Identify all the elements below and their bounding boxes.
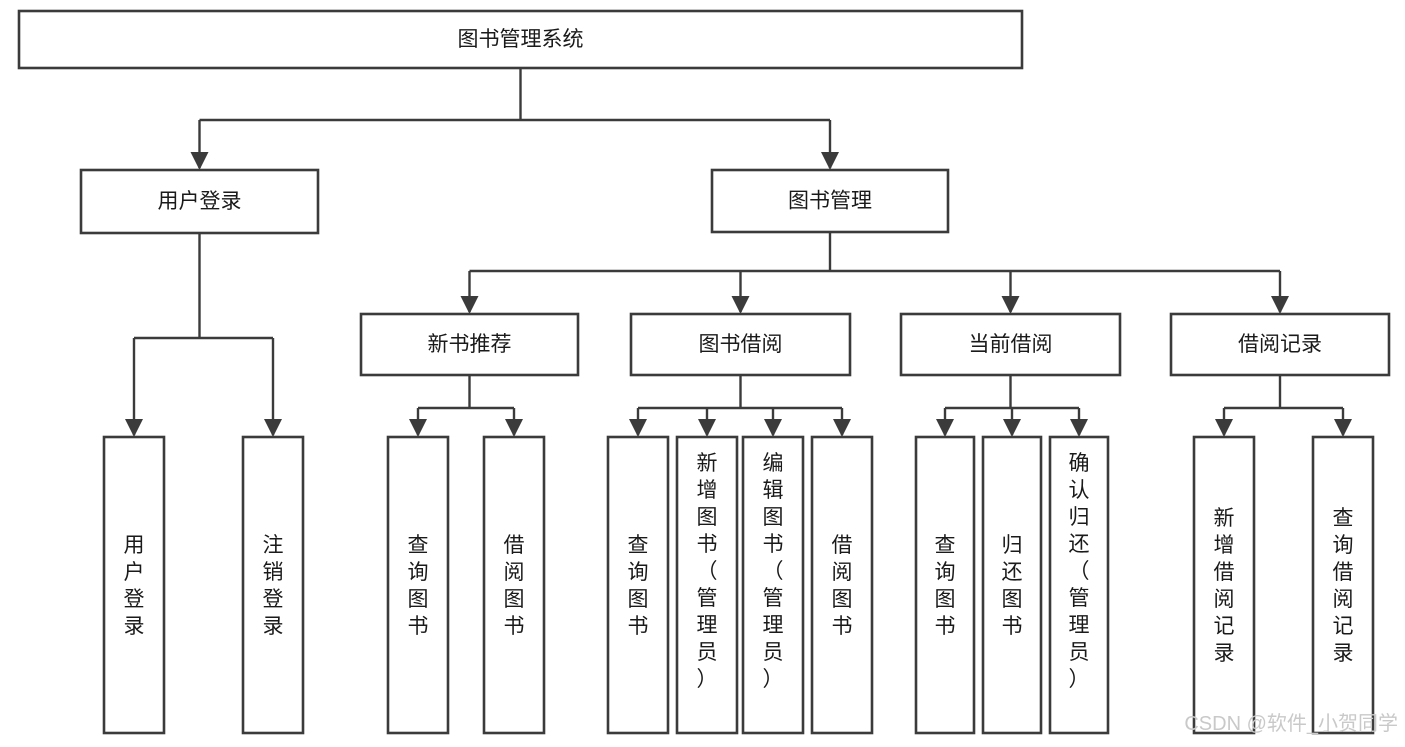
node-box-new-book-recommend	[359, 312, 580, 377]
node-leaf-query-book-current[interactable]: 查询图书	[914, 435, 976, 735]
node-leaf-return-book[interactable]: 归还图书	[981, 435, 1043, 735]
node-label-user-login: 用户登录	[158, 190, 242, 213]
arrow-head-icon	[1271, 296, 1289, 314]
connector-layer	[125, 68, 1352, 437]
arrow-head-icon	[936, 419, 954, 437]
arrow-head-icon	[1334, 419, 1352, 437]
node-leaf-query-borrow-record[interactable]: 查询借阅记录	[1311, 435, 1375, 735]
node-label-book-management: 图书管理	[788, 190, 872, 213]
node-box-root	[17, 9, 1024, 70]
node-box-user-login	[79, 168, 320, 235]
node-borrow-record[interactable]: 借阅记录	[1169, 312, 1391, 377]
node-leaf-user-login[interactable]: 用户登录	[102, 435, 166, 735]
node-label-leaf-edit-book-admin: 编辑图书（管理员）	[763, 452, 784, 691]
node-box-leaf-logout	[241, 435, 305, 735]
node-box-leaf-query-book-recommend	[386, 435, 450, 735]
connector-recommend-to-leaves	[409, 375, 523, 437]
node-box-leaf-borrow-book	[810, 435, 874, 735]
node-label-leaf-borrow-book-recommend: 借阅图书	[504, 534, 525, 638]
node-label-leaf-confirm-return-admin: 确认归还（管理员）	[1069, 452, 1090, 691]
node-leaf-query-book-recommend[interactable]: 查询图书	[386, 435, 450, 735]
node-label-borrow-record: 借阅记录	[1238, 333, 1322, 356]
node-label-leaf-borrow-book: 借阅图书	[832, 534, 853, 638]
arrow-head-icon	[629, 419, 647, 437]
arrow-head-icon	[505, 419, 523, 437]
node-box-leaf-return-book	[981, 435, 1043, 735]
node-leaf-logout[interactable]: 注销登录	[241, 435, 305, 735]
arrow-head-icon	[1003, 419, 1021, 437]
arrow-head-icon	[821, 152, 839, 170]
connector-root-to-level2	[190, 68, 839, 170]
arrow-head-icon	[460, 296, 479, 314]
node-label-leaf-add-book-admin: 新增图书（管理员）	[697, 452, 718, 691]
arrow-head-icon	[764, 419, 782, 437]
node-box-leaf-borrow-book-recommend	[482, 435, 546, 735]
node-label-leaf-logout: 注销登录	[263, 534, 284, 638]
node-label-leaf-query-borrow-record: 查询借阅记录	[1333, 507, 1354, 665]
arrow-head-icon	[190, 152, 209, 170]
arrow-head-icon	[125, 419, 143, 437]
arrow-head-icon	[1070, 419, 1088, 437]
node-leaf-add-book-admin[interactable]: 新增图书（管理员）	[675, 435, 739, 735]
csdn-watermark: CSDN @软件_小贺同学	[1184, 712, 1398, 735]
node-leaf-borrow-book-recommend[interactable]: 借阅图书	[482, 435, 546, 735]
node-box-leaf-query-book-current	[914, 435, 976, 735]
node-box-current-borrow	[899, 312, 1122, 377]
arrow-head-icon	[1001, 296, 1020, 314]
node-label-leaf-query-book-borrow: 查询图书	[628, 534, 649, 638]
node-label-leaf-add-borrow-record: 新增借阅记录	[1214, 507, 1235, 665]
arrow-head-icon	[264, 419, 282, 437]
node-leaf-confirm-return-admin[interactable]: 确认归还（管理员）	[1048, 435, 1110, 735]
node-box-leaf-edit-book-admin	[741, 435, 805, 735]
node-layer: 图书管理系统用户登录图书管理新书推荐图书借阅当前借阅借阅记录用户登录注销登录查询…	[17, 9, 1391, 735]
connector-borrowrecord-to-leaves	[1215, 375, 1352, 437]
node-box-leaf-query-borrow-record	[1311, 435, 1375, 735]
node-leaf-query-book-borrow[interactable]: 查询图书	[606, 435, 670, 735]
connector-bookborrow-to-leaves	[629, 375, 851, 437]
node-label-leaf-query-book-recommend: 查询图书	[408, 534, 429, 638]
node-new-book-recommend[interactable]: 新书推荐	[359, 312, 580, 377]
node-label-leaf-user-login: 用户登录	[124, 534, 145, 638]
node-label-book-borrow: 图书借阅	[699, 333, 783, 356]
node-box-leaf-add-borrow-record	[1192, 435, 1256, 735]
connector-userlogin-to-leaves	[125, 233, 282, 437]
arrow-head-icon	[1215, 419, 1233, 437]
node-box-leaf-confirm-return-admin	[1048, 435, 1110, 735]
node-current-borrow[interactable]: 当前借阅	[899, 312, 1122, 377]
node-user-login[interactable]: 用户登录	[79, 168, 320, 235]
node-label-current-borrow: 当前借阅	[969, 333, 1053, 356]
node-book-borrow[interactable]: 图书借阅	[629, 312, 852, 377]
node-box-book-management	[710, 168, 950, 234]
node-label-root: 图书管理系统	[458, 28, 584, 51]
node-label-new-book-recommend: 新书推荐	[428, 333, 512, 356]
connector-currentborrow-to-leaves	[936, 375, 1088, 437]
node-leaf-add-borrow-record[interactable]: 新增借阅记录	[1192, 435, 1256, 735]
arrow-head-icon	[731, 296, 750, 314]
node-box-leaf-query-book-borrow	[606, 435, 670, 735]
node-leaf-borrow-book[interactable]: 借阅图书	[810, 435, 874, 735]
node-box-book-borrow	[629, 312, 852, 377]
node-leaf-edit-book-admin[interactable]: 编辑图书（管理员）	[741, 435, 805, 735]
connector-bookmgmt-to-level3	[460, 232, 1289, 314]
node-book-management[interactable]: 图书管理	[710, 168, 950, 234]
arrow-head-icon	[409, 419, 427, 437]
node-label-leaf-return-book: 归还图书	[1002, 534, 1023, 638]
node-label-leaf-query-book-current: 查询图书	[935, 534, 956, 638]
node-box-borrow-record	[1169, 312, 1391, 377]
arrow-head-icon	[833, 419, 851, 437]
node-box-leaf-user-login	[102, 435, 166, 735]
arrow-head-icon	[698, 419, 716, 437]
node-box-leaf-add-book-admin	[675, 435, 739, 735]
node-root[interactable]: 图书管理系统	[17, 9, 1024, 70]
